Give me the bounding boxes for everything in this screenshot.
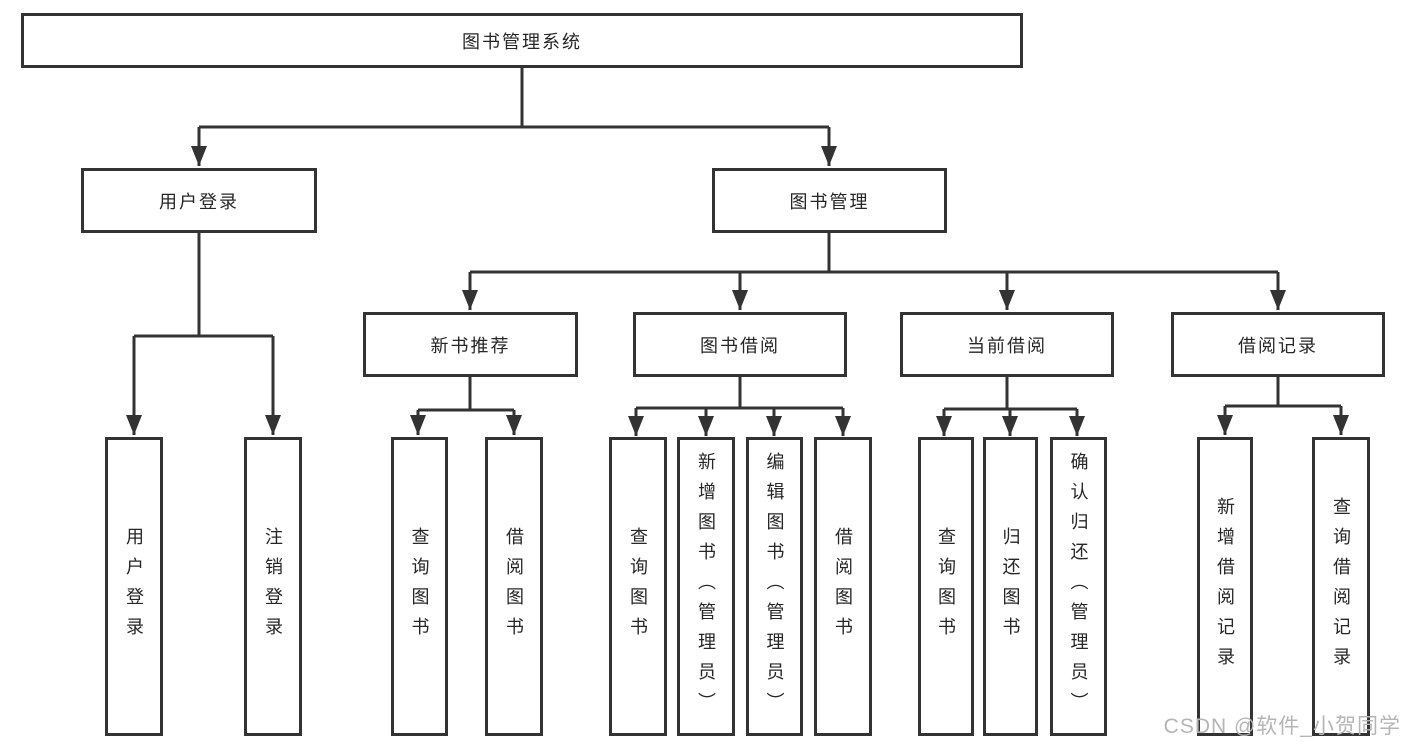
node-book-management-label: 图书管理 [789, 191, 870, 212]
node-borrowing-records: 借阅记录 [1171, 312, 1385, 377]
node-root-label: 图书管理系统 [462, 31, 582, 52]
node-new-book-recommend: 新书推荐 [363, 312, 578, 377]
leaf-borrow-books: 借阅图书 [814, 437, 872, 736]
node-book-management: 图书管理 [712, 168, 947, 233]
leaf-add-books-admin: 新增图书（管理员） [677, 437, 735, 736]
node-root: 图书管理系统 [21, 13, 1023, 68]
leaf-query-books-recommend-label: 查询图书 [409, 526, 430, 647]
leaf-query-books-current-label: 查询图书 [936, 526, 956, 647]
leaf-return-books-label: 归还图书 [1000, 526, 1021, 647]
leaf-borrow-books-recommend-label: 借阅图书 [504, 526, 524, 647]
node-current-borrowing-label: 当前借阅 [967, 335, 1047, 356]
leaf-borrow-books-recommend: 借阅图书 [485, 437, 543, 736]
node-book-borrowing-label: 图书借阅 [700, 335, 780, 356]
leaf-user-login: 用户登录 [105, 437, 163, 736]
leaf-return-books: 归还图书 [983, 437, 1038, 736]
node-book-borrowing: 图书借阅 [633, 312, 847, 377]
leaf-logout-label: 注销登录 [263, 526, 283, 647]
leaf-add-borrow-record-label: 新增借阅记录 [1215, 496, 1235, 677]
leaf-borrow-books-label: 借阅图书 [833, 526, 853, 647]
leaf-query-books-borrow: 查询图书 [609, 437, 667, 736]
leaf-add-borrow-record: 新增借阅记录 [1197, 437, 1253, 736]
leaf-query-borrow-record: 查询借阅记录 [1312, 437, 1370, 736]
leaf-query-borrow-record-label: 查询借阅记录 [1331, 496, 1351, 677]
watermark: CSDN @软件_小贺同学 [1163, 715, 1401, 738]
leaf-edit-books-admin: 编辑图书（管理员） [746, 437, 803, 736]
leaf-add-books-admin-label: 新增图书（管理员） [696, 451, 716, 722]
node-borrowing-records-label: 借阅记录 [1238, 335, 1318, 356]
leaf-logout: 注销登录 [244, 437, 302, 736]
node-current-borrowing: 当前借阅 [900, 312, 1114, 377]
leaf-confirm-return-admin: 确认归还（管理员） [1050, 437, 1107, 736]
leaf-query-books-recommend: 查询图书 [391, 437, 448, 736]
leaf-user-login-label: 用户登录 [124, 526, 144, 647]
node-user-login: 用户登录 [81, 168, 317, 233]
leaf-query-books-borrow-label: 查询图书 [628, 526, 648, 647]
leaf-edit-books-admin-label: 编辑图书（管理员） [764, 451, 785, 722]
node-user-login-label: 用户登录 [159, 191, 239, 212]
leaf-query-books-current: 查询图书 [918, 437, 974, 736]
leaf-confirm-return-admin-label: 确认归还（管理员） [1068, 451, 1089, 722]
node-new-book-recommend-label: 新书推荐 [430, 335, 511, 356]
